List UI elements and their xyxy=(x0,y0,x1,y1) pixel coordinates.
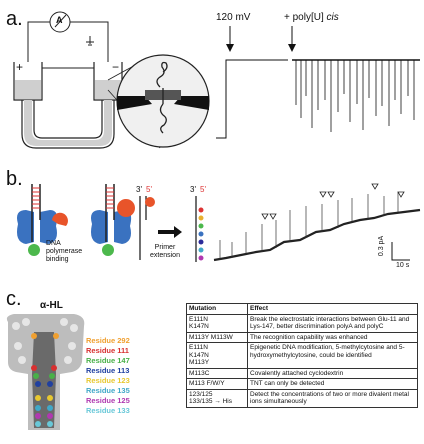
primer-extension-label: Primer extension xyxy=(150,244,180,259)
effect-cell: Break the electrostatic interactions bet… xyxy=(247,313,418,333)
polymerase-extension-diagram xyxy=(17,183,421,262)
poly-u-cis: cis xyxy=(326,12,339,23)
mutation-cell: E111N K147N xyxy=(186,313,248,333)
table-row: 123/125 133/135 → His Detect the concent… xyxy=(186,388,418,408)
panel-b-letter: b. xyxy=(6,168,23,190)
effect-cell: TNT can only be detected xyxy=(247,378,418,390)
ammeter-label: A xyxy=(56,15,63,25)
header-mutation: Mutation xyxy=(186,303,248,315)
mutation-cell: M113Y M113W xyxy=(186,331,248,343)
header-effect: Effect xyxy=(247,303,418,315)
panel-a-letter: a. xyxy=(6,8,23,30)
table-row: M113Y M113W The recognition capability w… xyxy=(186,331,418,343)
panel-c-letter: c. xyxy=(6,288,22,310)
table-row: E111N K147N Break the electrostatic inte… xyxy=(186,313,418,333)
table-row: E111N K147N M113Y Epigenetic DNA modific… xyxy=(186,342,418,369)
positive-electrode-sign: + xyxy=(16,60,24,74)
effect-cell: Epigenetic DNA modification, 5-methylcyt… xyxy=(247,342,418,369)
table-row: M113C Covalently attached cyclodextrin xyxy=(186,367,418,379)
residue-legend-item: Residue 125 xyxy=(86,396,130,405)
residue-legend-item: Residue 123 xyxy=(86,376,130,385)
mutation-table: Mutation Effect E111N K147N Break the el… xyxy=(186,303,418,408)
negative-electrode-sign: − xyxy=(112,60,120,74)
dna-polymerase-binding-label: DNA polymerase binding xyxy=(46,240,83,263)
residue-legend-item: Residue 292 xyxy=(86,336,130,345)
voltage-annotation: 120 mV xyxy=(216,12,251,23)
table-row: M113 F/W/Y TNT can only be detected xyxy=(186,378,418,390)
protein-title: α-HL xyxy=(40,300,63,311)
five-prime-label-2: 5' xyxy=(200,185,206,194)
residue-legend-item: Residue 147 xyxy=(86,356,130,365)
residue-legend-item: Residue 135 xyxy=(86,386,130,395)
five-prime-label-1: 5' xyxy=(146,185,152,194)
table-header-row: Mutation Effect xyxy=(186,303,418,315)
alpha-hemolysin-structure xyxy=(6,314,85,430)
scale-bar-time: 10 s xyxy=(396,262,410,269)
three-prime-label-1: 3' xyxy=(136,185,142,194)
effect-cell: Detect the concentrations of two or more… xyxy=(247,388,418,408)
mutation-cell: M113 F/W/Y xyxy=(186,378,248,390)
mutation-cell: M113C xyxy=(186,367,248,379)
poly-u-annotation: + poly[U] cis xyxy=(284,12,339,23)
residue-legend-item: Residue 111 xyxy=(86,346,129,355)
nanopore-circuit-diagram xyxy=(13,11,420,149)
effect-cell: The recognition capability was enhanced xyxy=(247,331,418,343)
effect-cell: Covalently attached cyclodextrin xyxy=(247,367,418,379)
three-prime-label-2: 3' xyxy=(190,185,196,194)
mutation-cell: E111N K147N M113Y xyxy=(186,342,248,369)
residue-legend-item: Residue 113 xyxy=(86,366,130,375)
poly-u-text: + poly[U] xyxy=(284,12,327,23)
mutation-cell: 123/125 133/135 → His xyxy=(186,388,248,408)
residue-legend-item: Residue 133 xyxy=(86,406,130,415)
scale-bar-current: 0.3 pA xyxy=(378,235,386,257)
